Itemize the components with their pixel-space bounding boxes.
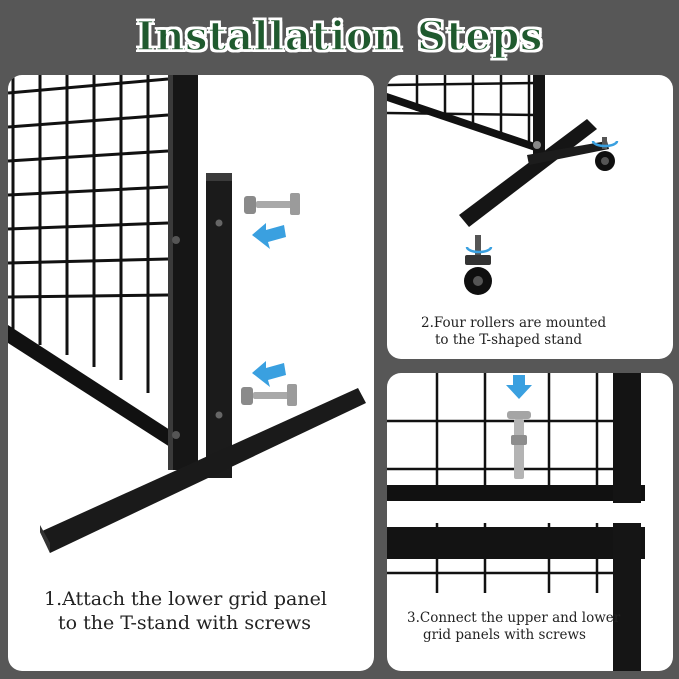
step-3-caption-line-1: 3.Connect the upper and lower xyxy=(407,610,621,626)
step-3-panel: 3.Connect the upper and lower grid panel… xyxy=(387,373,673,671)
step-3-caption-line-2: grid panels with screws xyxy=(423,627,586,643)
step-1-caption: 1.Attach the lower grid panel to the T-s… xyxy=(44,587,327,635)
step-3-caption: 3.Connect the upper and lower grid panel… xyxy=(407,610,620,644)
step-1-caption-line-1: 1.Attach the lower grid panel xyxy=(44,588,327,610)
step-2-caption: 2.Four rollers are mounted to the T-shap… xyxy=(421,315,606,349)
screw-bottom xyxy=(241,384,297,406)
step-1-illustration xyxy=(8,75,366,553)
step-2-illustration xyxy=(387,75,619,295)
step-2-caption-line-2: to the T-shaped stand xyxy=(435,332,583,348)
step-2-panel: 2.Four rollers are mounted to the T-shap… xyxy=(387,75,673,359)
screw-top xyxy=(244,193,300,215)
page-title: Installation Steps xyxy=(135,12,543,61)
step-2-caption-line-1: 2.Four rollers are mounted xyxy=(421,315,607,331)
connector-screw xyxy=(507,411,531,479)
step-3-illustration xyxy=(387,373,645,671)
caster-back xyxy=(595,137,615,171)
caster-front xyxy=(464,235,492,295)
step-1-panel: 1.Attach the lower grid panel to the T-s… xyxy=(8,75,374,671)
step-1-caption-line-2: to the T-stand with screws xyxy=(58,612,312,634)
